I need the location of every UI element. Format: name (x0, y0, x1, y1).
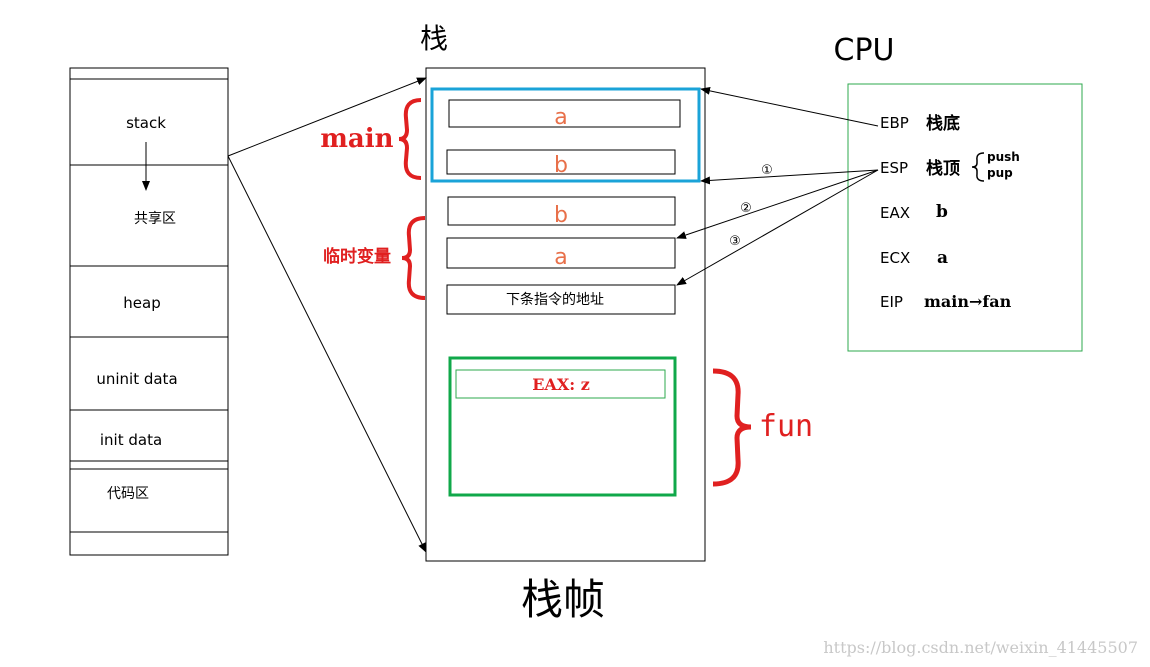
stack-box (425, 67, 706, 562)
fun-frame-box (448, 356, 677, 497)
ecx-register-value: a (937, 248, 948, 268)
push-label: push (987, 150, 1020, 164)
fun-label: fun (759, 409, 813, 444)
uninit-data-segment-label: uninit data (96, 370, 177, 388)
temp-vars-brace (401, 216, 426, 300)
annotations: main 临时变量 fun (320, 98, 813, 487)
esp-arrow-step2 (676, 169, 879, 239)
stack-title: 栈 (420, 22, 448, 55)
fun-brace (712, 368, 752, 487)
memory-layout-box (69, 67, 229, 556)
step1-marker: ① (761, 163, 773, 178)
eip-register-value: main→fan (924, 292, 1012, 311)
ebp-register-name: EBP (880, 114, 909, 132)
return-address-text: 下条指令的地址 (506, 291, 604, 308)
memory-layout: stack 共享区 heap uninit data init data 代码区 (69, 67, 229, 556)
return-address-cell (446, 284, 676, 315)
stack-view: 栈 a b b a 下条指令的地址 EAX: z 栈帧 (420, 22, 706, 624)
fun-eax-cell (455, 369, 666, 399)
temp-vars-label: 临时变量 (323, 246, 391, 267)
eax-register-name: EAX (880, 204, 910, 222)
temp-cell-b (447, 196, 676, 226)
step3-marker: ③ (729, 234, 741, 249)
push-pop-brace (971, 152, 985, 182)
temp-cell-a (446, 237, 676, 269)
cpu-title: CPU (834, 33, 895, 68)
temp-cell-a-text: a (554, 245, 567, 270)
main-cell-b (446, 149, 676, 175)
main-cell-b-text: b (554, 153, 568, 178)
pointer-arrows: ① ② ③ (676, 86, 879, 286)
expand-line-top (227, 77, 427, 157)
eax-register-value: b (936, 202, 948, 222)
watermark: https://blog.csdn.net/weixin_41445507 (823, 638, 1138, 657)
ebp-register-value: 栈底 (926, 113, 960, 134)
main-cell-a (448, 99, 681, 128)
fun-eax-text: EAX: z (532, 375, 590, 394)
code-segment-label: 代码区 (107, 486, 149, 502)
shared-segment-label: 共享区 (134, 210, 176, 227)
heap-segment-label: heap (123, 294, 160, 312)
init-data-segment-label: init data (100, 431, 162, 449)
cpu-panel: CPU EBP 栈底 ESP 栈顶 push pup EAX b ECX a E… (834, 33, 1083, 352)
eip-register-name: EIP (880, 293, 903, 311)
stack-segment-label: stack (126, 114, 166, 132)
main-cell-a-text: a (554, 105, 567, 130)
esp-arrow-step3 (676, 169, 879, 286)
esp-register-value: 栈顶 (926, 158, 960, 179)
pop-label: pup (987, 166, 1013, 180)
ebp-arrow (700, 86, 879, 127)
step2-marker: ② (740, 201, 752, 216)
main-label: main (320, 124, 393, 154)
cpu-box (847, 83, 1083, 352)
esp-arrow-step1 (700, 169, 879, 185)
expand-line-bottom (227, 155, 427, 553)
temp-cell-b-text: b (554, 203, 568, 228)
main-brace (398, 98, 422, 180)
main-frame-box (430, 87, 701, 183)
ecx-register-name: ECX (880, 249, 910, 267)
esp-register-name: ESP (880, 159, 908, 177)
stack-frame-title: 栈帧 (521, 575, 605, 624)
